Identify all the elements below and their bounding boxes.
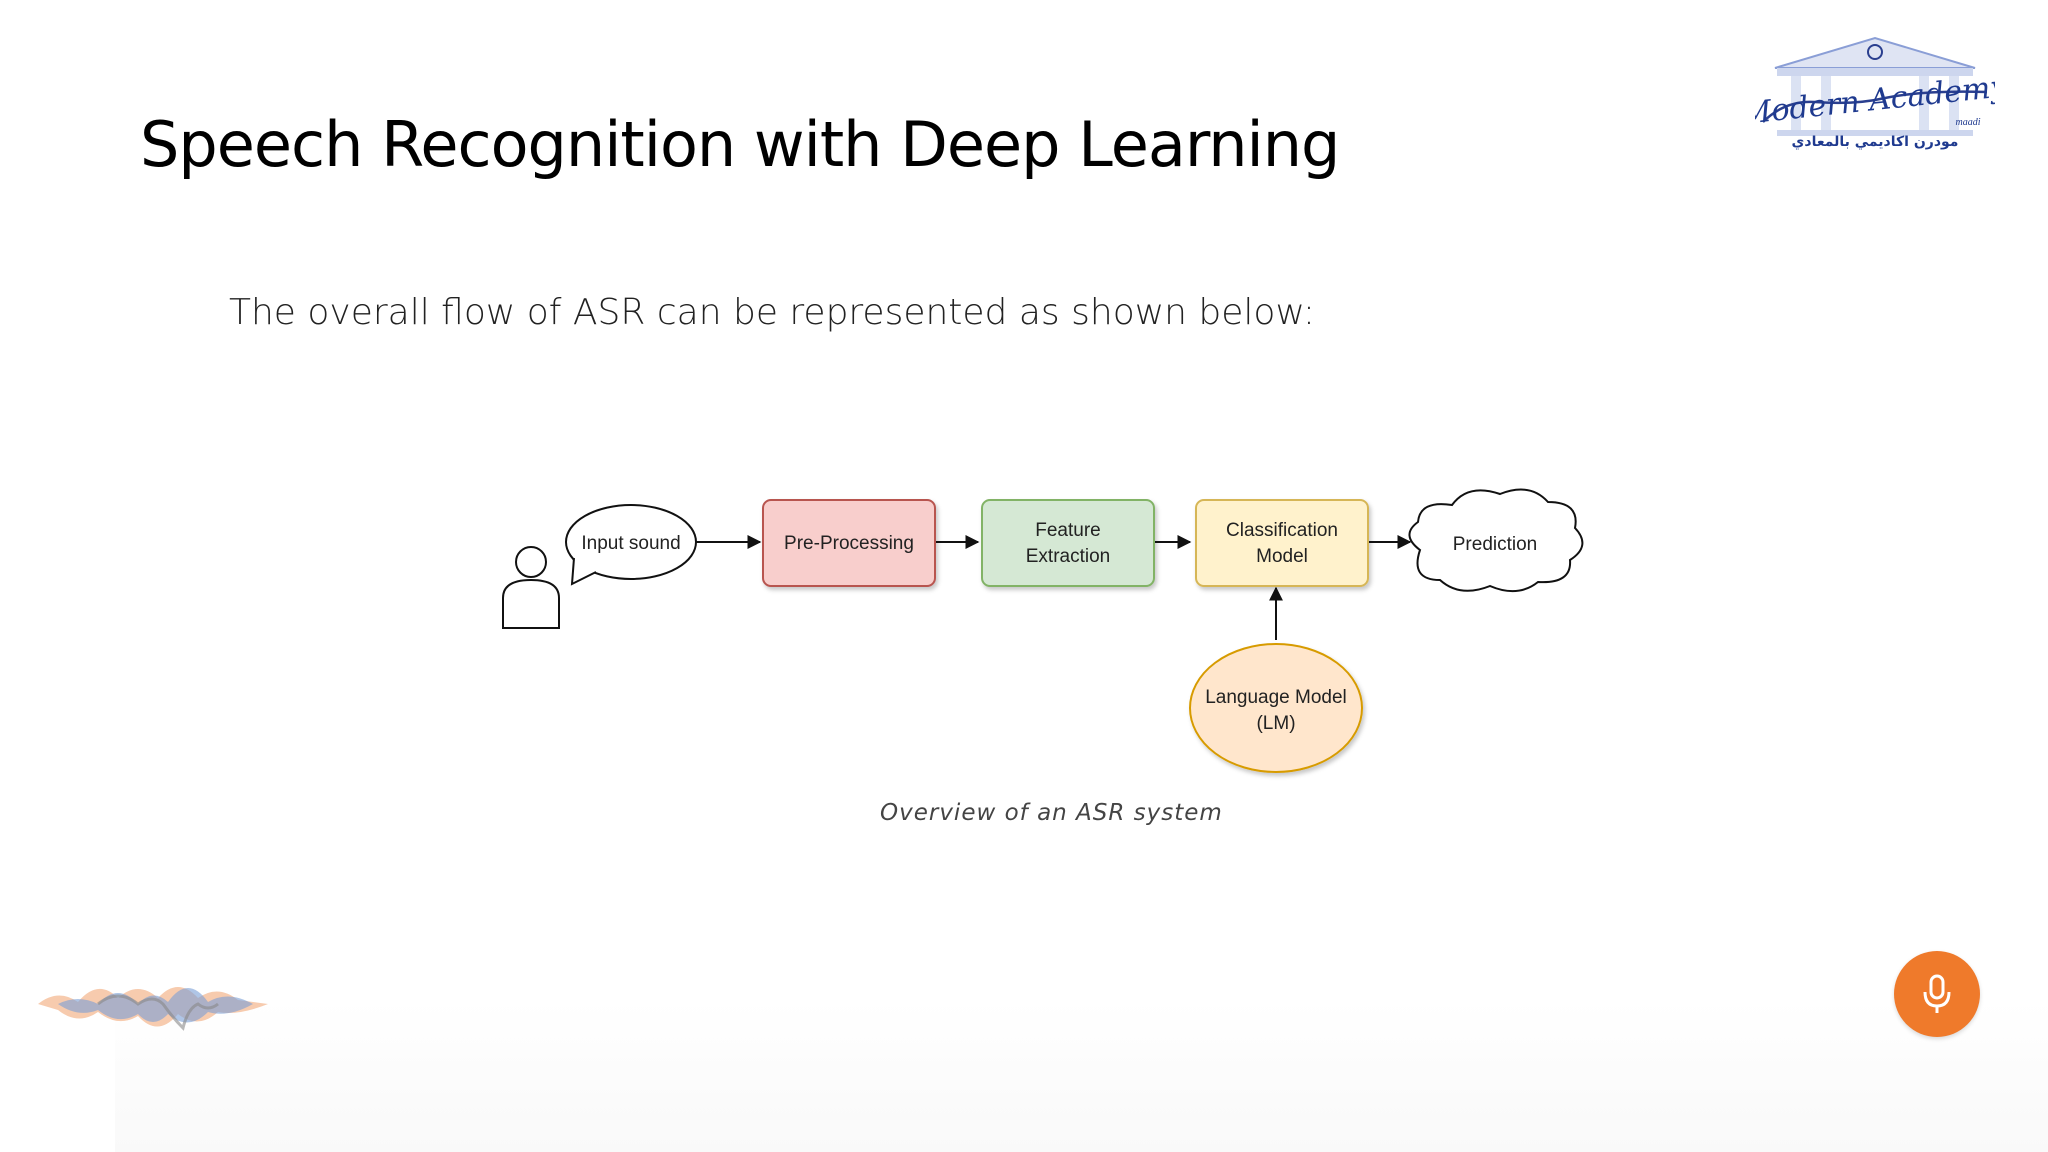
prediction-label: Prediction xyxy=(1453,534,1538,555)
svg-text:maadi: maadi xyxy=(1956,117,1981,128)
step-label: Pre-Processing xyxy=(784,533,914,554)
input-sound-label: Input sound xyxy=(581,533,680,554)
language-model-abbr: (LM) xyxy=(1256,713,1295,734)
speaker-icon xyxy=(502,546,560,629)
svg-text:مودرن اكاديمي بالمعادي: مودرن اكاديمي بالمعادي xyxy=(1792,134,1959,151)
step-label: Model xyxy=(1256,546,1308,567)
sound-wave-graphic xyxy=(38,987,268,1031)
microphone-button[interactable] xyxy=(1894,951,1980,1037)
language-model-label: Language Model xyxy=(1205,687,1347,708)
slide-subtitle: The overall flow of ASR can be represent… xyxy=(229,292,1316,333)
modern-academy-logo: Modern Academy maadi مودرن اكاديمي بالمع… xyxy=(1755,36,1995,151)
asr-flow-diagram: Input sound Pre-Processing FeatureExtract… xyxy=(502,488,1584,773)
microphone-icon xyxy=(1923,974,1951,1013)
pre-processing-box: Pre-Processing xyxy=(762,499,936,587)
step-label: Extraction xyxy=(1026,546,1110,567)
footer-shade xyxy=(115,1000,2048,1152)
step-label: Classification xyxy=(1226,520,1338,541)
diagram-caption: Overview of an ASR system xyxy=(880,800,1223,826)
language-model-node xyxy=(1189,643,1363,773)
step-label: Feature xyxy=(1035,520,1100,541)
prediction-cloud: Prediction xyxy=(1408,488,1584,593)
slide-title: Speech Recognition with Deep Learning xyxy=(140,108,1340,181)
input-sound-bubble: Input sound xyxy=(565,504,697,586)
